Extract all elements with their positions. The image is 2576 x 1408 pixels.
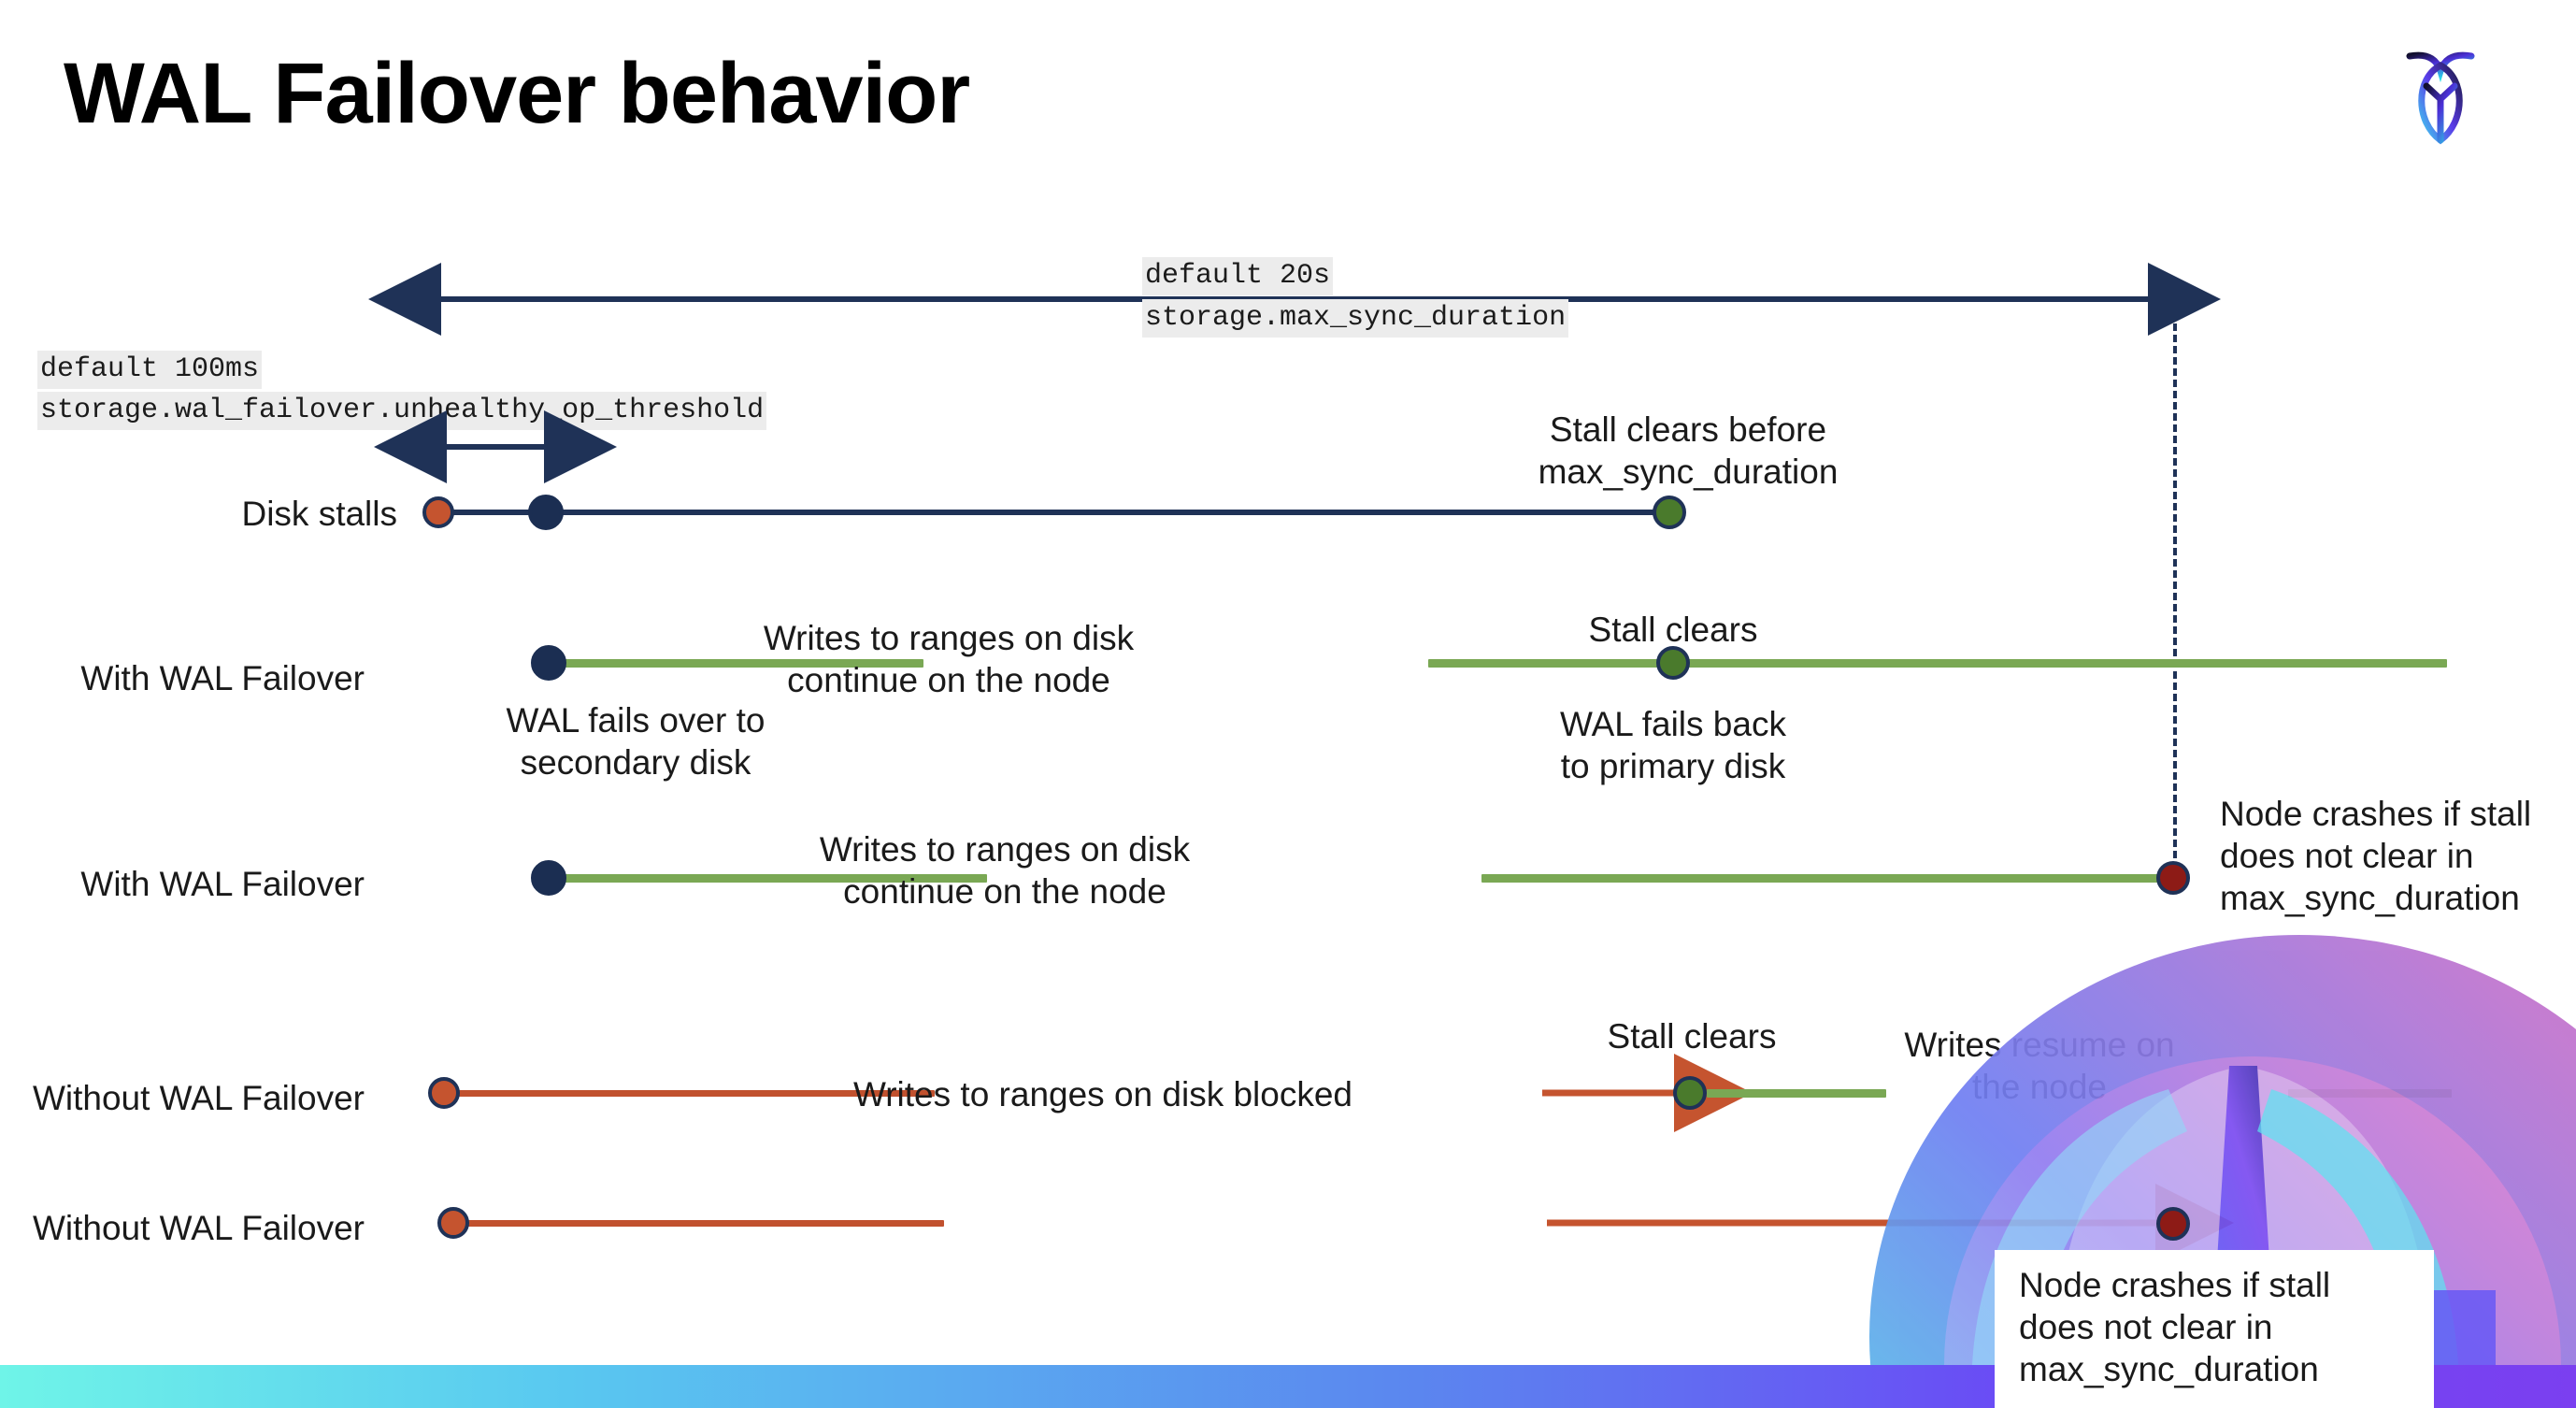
unhealthy-threshold-span-arrow <box>374 410 617 483</box>
max-sync-setting-label: storage.max_sync_duration <box>1142 299 1569 338</box>
row5-stall-start-dot <box>437 1207 469 1239</box>
wal-fails-back-label: WAL fails back to primary disk <box>1560 705 1786 786</box>
page-title: WAL Failover behavior <box>64 46 970 141</box>
node-crashes-label-2: Node crashes if stall does not clear in … <box>2019 1266 2331 1389</box>
row5-node-crash-dot <box>2156 1207 2190 1241</box>
stall-clears-before-label: Stall clears before max_sync_duration <box>1538 410 1839 492</box>
row2-stall-clears-dot <box>1656 646 1690 680</box>
row3-failover-dot <box>531 860 566 896</box>
row4-stall-clears-arrow <box>1542 1054 1753 1132</box>
node-crashes-label-1: Node crashes if stall does not clear in … <box>2220 795 2532 918</box>
writes-continue-label-2: Writes to ranges on disk continue on the… <box>819 830 1191 912</box>
stall-clears-label-1: Stall clears <box>1588 611 1758 649</box>
row3-node-crash-dot <box>2156 861 2190 895</box>
row4-stall-start-dot <box>428 1077 460 1109</box>
row4-blocked-segment-left <box>449 1090 935 1097</box>
row5-crash-arrow <box>1547 1184 2234 1262</box>
failover-trigger-dot <box>528 495 564 530</box>
row4-resume-segment <box>1707 1089 1886 1098</box>
writes-continue-label-1: Writes to ranges on disk continue on the… <box>763 619 1135 700</box>
writes-resume-label: Writes resume on the node <box>1904 1026 2175 1107</box>
row2-failover-dot <box>531 645 566 681</box>
row-label-disk-stalls: Disk stalls <box>241 495 397 533</box>
stall-clears-label-2: Stall clears <box>1607 1017 1777 1056</box>
wal-fails-over-label: WAL fails over to secondary disk <box>506 701 766 783</box>
disk-stall-start-dot <box>422 496 454 528</box>
row2-timeline-right <box>1428 659 2447 668</box>
max-sync-default-label: default 20s <box>1142 257 1334 295</box>
writes-blocked-label-1: Writes to ranges on disk blocked <box>852 1075 1353 1113</box>
unhealthy-threshold-default-label: default 100ms <box>37 351 263 389</box>
cockroachdb-logo <box>2374 30 2507 163</box>
row3-timeline-left <box>550 874 987 883</box>
row-label-with-wal-failover-2: With WAL Failover <box>80 865 365 903</box>
row-label-with-wal-failover-1: With WAL Failover <box>80 659 365 697</box>
row2-timeline-left <box>550 659 923 668</box>
row4-stall-clears-dot <box>1673 1076 1707 1110</box>
row4-resume-segment-far <box>2288 1089 2452 1098</box>
unhealthy-threshold-setting-label: storage.wal_failover.unhealthy_op_thresh… <box>37 392 767 430</box>
row-label-without-wal-failover-1: Without WAL Failover <box>32 1079 365 1117</box>
max-sync-deadline-dashed-line <box>2173 301 2177 881</box>
row5-blocked-segment-left <box>458 1220 944 1227</box>
disk-stalls-timeline <box>439 510 1673 515</box>
row-label-without-wal-failover-2: Without WAL Failover <box>32 1209 365 1247</box>
row3-timeline-right <box>1481 874 2178 883</box>
stall-clears-dot-row1 <box>1653 496 1686 529</box>
